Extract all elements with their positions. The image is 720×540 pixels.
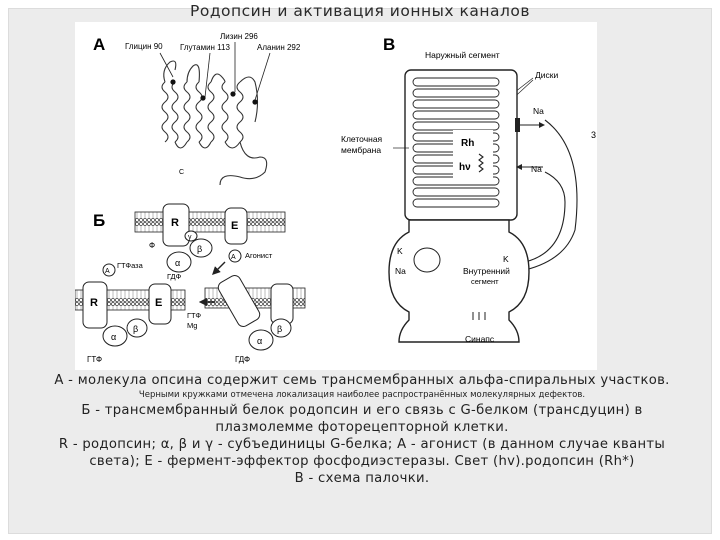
alpha-right: α xyxy=(257,336,262,346)
alpha-top: α xyxy=(175,258,180,268)
label-membrane-1: Клеточная xyxy=(341,134,383,144)
receptor-r-top: R xyxy=(171,217,179,229)
label-k-left: K xyxy=(397,246,403,256)
label-na-top: Na xyxy=(533,106,544,116)
label-c-term: C xyxy=(179,169,184,176)
effector-e-left: E xyxy=(155,297,162,309)
label-alanine: Аланин 292 xyxy=(257,43,301,52)
gtp-left: ГТФ xyxy=(87,355,102,364)
effector-e-top: E xyxy=(231,220,238,232)
label-hv: hν xyxy=(459,162,471,173)
slide-title: Родопсин и активация ионных каналов xyxy=(190,2,530,20)
panel-b: Б R E α β γ Ф R E α β ГТФ xyxy=(74,203,306,364)
beta-top: β xyxy=(197,244,202,254)
alpha-left: α xyxy=(111,332,116,342)
beta-right: β xyxy=(277,324,282,334)
membrane-left: R E α β ГТФ A ГТФаза ГДФ xyxy=(74,261,186,364)
inner-segment-body xyxy=(388,219,530,343)
label-inner-2: сегмент xyxy=(471,277,499,286)
label-glutamine: Глутамин 113 xyxy=(180,43,230,52)
beta-left: β xyxy=(133,324,138,334)
membrane-right: α β A Агонист ГТФ Mg ГДФ xyxy=(187,249,306,364)
nucleus xyxy=(413,247,441,273)
label-synapse: Синапс xyxy=(465,334,495,344)
agonist-circle-left: A xyxy=(105,268,110,275)
label-na-left: Na xyxy=(395,266,406,276)
caption-line-v: В - схема палочки. xyxy=(294,471,430,486)
label-gtpase: ГТФаза xyxy=(117,261,144,270)
label-gdp-right: ГДФ xyxy=(235,355,250,364)
panel-v: В Наружный сегмент Диски Rh hν Na Na xyxy=(341,35,596,344)
figure: А Глицин 90 Глутамин 113 Лизин 296 Алани… xyxy=(74,22,597,370)
opsin-helices xyxy=(161,60,268,186)
label-gdp-top: ГДФ xyxy=(167,272,181,281)
label-k-right: K xyxy=(503,254,509,264)
figure-svg: А Глицин 90 Глутамин 113 Лизин 296 Алани… xyxy=(74,32,596,364)
label-glycine: Глицин 90 xyxy=(125,42,163,51)
label-mg: Mg xyxy=(187,321,197,330)
label-rh: Rh xyxy=(461,138,474,149)
caption-line-b2: плазмолемме фоторецепторной клетки. xyxy=(215,420,509,435)
agonist-circle-right: A xyxy=(231,254,236,261)
label-gtp: ГТФ xyxy=(187,311,201,320)
panel-v-letter: В xyxy=(383,35,395,54)
caption-line-r2: света); E - фермент-эффектор фосфодиэсте… xyxy=(89,454,635,469)
phi-top: Ф xyxy=(149,241,155,250)
membrane-top: R E α β γ Ф xyxy=(134,203,286,273)
gamma-top: γ xyxy=(188,234,192,241)
label-na-mid: Na xyxy=(531,164,542,174)
label-three: 3 xyxy=(591,130,596,140)
panel-a-letter: А xyxy=(93,35,105,54)
label-discs: Диски xyxy=(535,70,558,80)
panel-b-letter: Б xyxy=(93,211,105,230)
receptor-r-left: R xyxy=(90,297,98,309)
caption-line-b1: Б - трансмембранный белок родопсин и его… xyxy=(81,403,643,418)
panel-a: А Глицин 90 Глутамин 113 Лизин 296 Алани… xyxy=(93,32,301,186)
label-outer-segment: Наружный сегмент xyxy=(425,50,500,60)
caption-line-r1: R - родопсин; α, β и γ - субъединицы G-б… xyxy=(58,437,666,452)
label-membrane-2: мембрана xyxy=(341,145,381,155)
label-inner-1: Внутренний xyxy=(463,266,510,276)
caption-line-small: Черными кружками отмечена локализация на… xyxy=(138,390,586,400)
label-agonist: Агонист xyxy=(245,251,273,260)
caption-line-a: А - молекула опсина содержит семь трансм… xyxy=(54,373,670,388)
label-lysine: Лизин 296 xyxy=(220,32,258,41)
